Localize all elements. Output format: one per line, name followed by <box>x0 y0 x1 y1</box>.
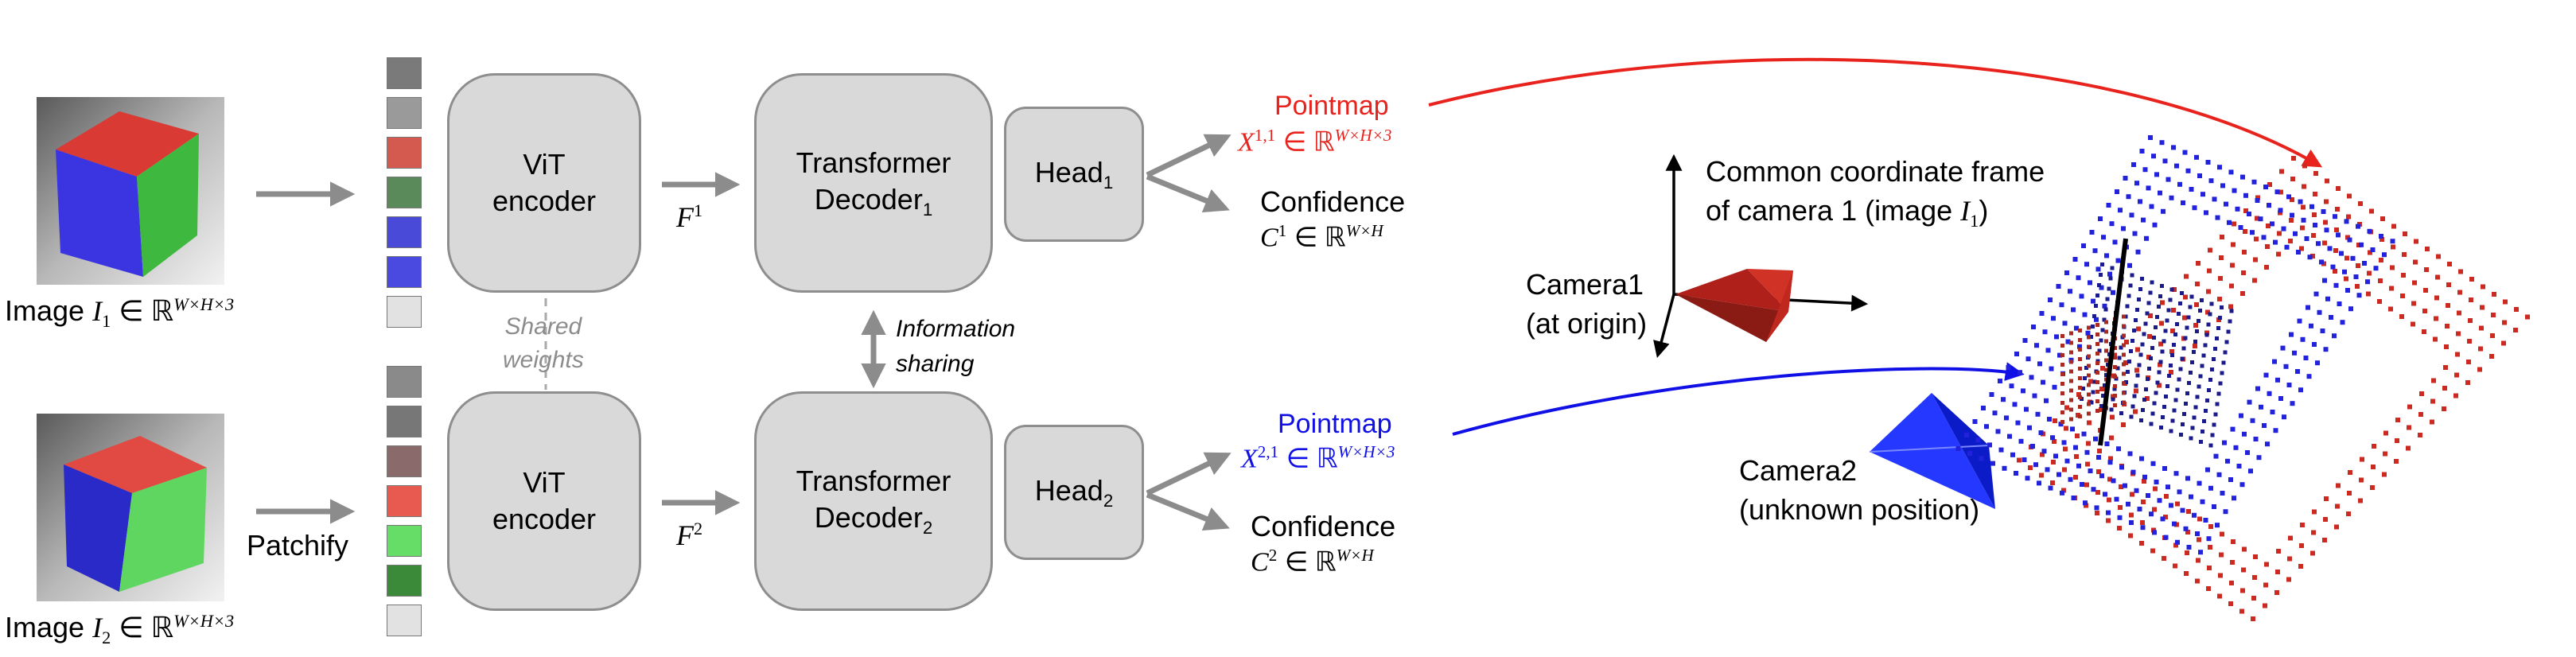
patch-thumbnail <box>387 296 422 328</box>
feature-f2-label: F2 <box>676 519 703 551</box>
pointmap2-formula: X2,1 ∈ ℝW×H×3 <box>1241 442 1395 474</box>
patch-thumbnail <box>387 525 422 557</box>
pointmap1-formula: X1,1 ∈ ℝW×H×3 <box>1238 126 1392 157</box>
camera1-pyramid <box>1675 269 1793 342</box>
patch-thumbnail <box>387 177 422 208</box>
head-1: Head1 <box>1004 107 1144 242</box>
pointmap2-curve-arrow <box>1452 362 2025 436</box>
arrow-head1-to-pointmap <box>1146 134 1232 178</box>
patch-thumbnail <box>387 565 422 597</box>
point-clouds <box>1955 135 2530 621</box>
patch-thumbnail <box>387 445 422 477</box>
feature-f1-label: F1 <box>676 200 703 233</box>
confidence1-formula: C1 ∈ ℝW×H <box>1260 221 1383 253</box>
patch-thumbnail <box>387 366 422 398</box>
red-point-cloud <box>2017 156 2530 621</box>
camera2-label: Camera2(unknown position) <box>1739 454 1980 526</box>
pointmap2-title: Pointmap <box>1278 409 1392 439</box>
patch-thumbnail <box>387 605 422 636</box>
patch-thumbnail <box>387 97 422 129</box>
arrow-head1-to-confidence <box>1146 173 1230 213</box>
camera2-pyramid <box>1869 393 1995 509</box>
input-image-2 <box>37 414 224 601</box>
head-2: Head2 <box>1004 425 1144 560</box>
cube-edge <box>2098 238 2128 446</box>
arrow-head2-to-pointmap <box>1146 452 1232 496</box>
pointmap1-title: Pointmap <box>1274 91 1389 121</box>
flow-arrows <box>256 134 1232 531</box>
arrow-head2-to-confidence <box>1146 492 1230 531</box>
confidence2-title: Confidence <box>1251 510 1396 542</box>
patch-thumbnail <box>387 485 422 517</box>
image1-label: Image I1 ∈ ℝW×H×3 <box>5 294 235 332</box>
confidence1-title: Confidence <box>1260 185 1406 218</box>
patch-thumbnail <box>387 137 422 169</box>
patch-thumbnail <box>387 406 422 437</box>
patch-thumbnail <box>387 216 422 248</box>
image2-label: Image I2 ∈ ℝW×H×3 <box>5 611 235 648</box>
patch-thumbnail <box>387 57 422 89</box>
cube-points-front <box>2080 262 2234 448</box>
pointmap1-curve-arrow <box>1428 57 2323 168</box>
confidence2-formula: C2 ∈ ℝW×H <box>1251 546 1374 577</box>
input-image-1 <box>37 97 224 285</box>
common-frame-label: Common coordinate frame of camera 1 (ima… <box>1706 155 2045 231</box>
patchify-label: Patchify <box>247 529 349 562</box>
patch-thumbnail <box>387 256 422 288</box>
camera1-label: Camera1(at origin) <box>1526 268 1648 340</box>
